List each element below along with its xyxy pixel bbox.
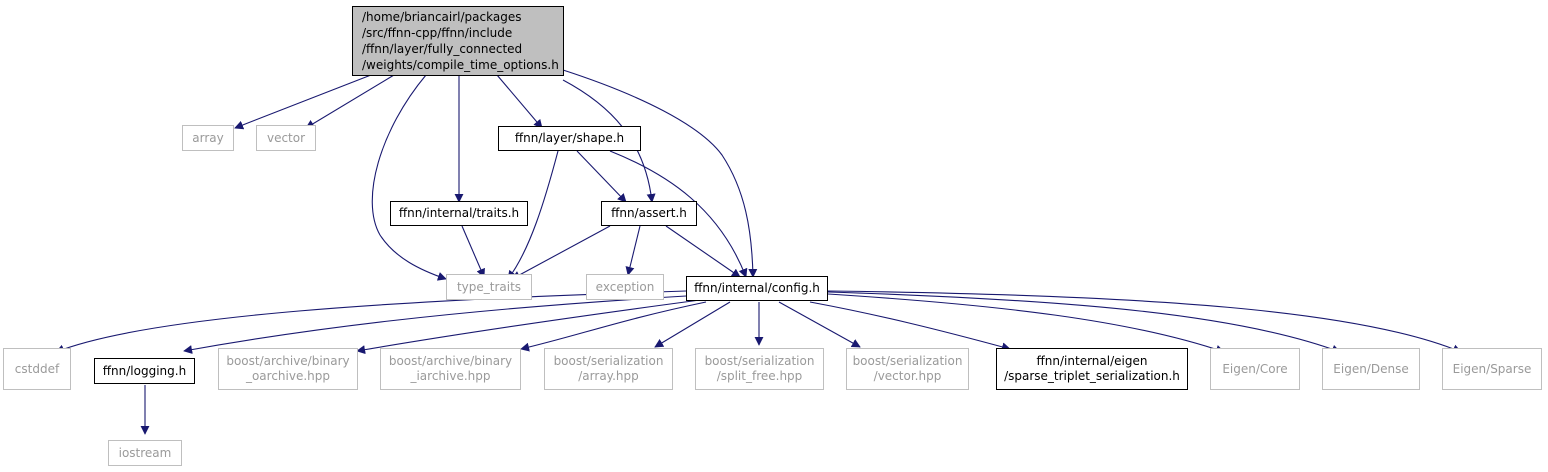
edge-assert-config [665,225,741,278]
root-path-line: /ffnn/layer/fully_connected [362,42,523,56]
node-config[interactable]: ffnn/internal/config.h [686,276,828,301]
root-path-line: /weights/compile_time_options.h [362,58,559,72]
node-label-line: boost/archive/binary [226,354,350,368]
node-label-line: ffnn/internal/eigen [1036,354,1148,368]
node-eigen-sparse: Eigen/Sparse [1442,348,1542,390]
edge-config-eigen-core [827,293,1225,354]
edge-root-config [562,69,758,278]
edge-root-array [234,74,372,130]
edge-root-layer-shape [496,74,543,129]
edge-internal-traits-type-traits [461,225,485,278]
edge-config-binary-oarchive [356,299,701,355]
node-binary-iarchive: boost/archive/binary _iarchive.hpp [380,348,521,390]
node-eigen-core: Eigen/Core [1210,348,1300,390]
node-label-line: _iarchive.hpp [410,369,491,383]
node-label: ffnn/internal/traits.h [398,206,520,220]
node-label: Eigen/Core [1222,361,1288,376]
node-layer-shape[interactable]: ffnn/layer/shape.h [498,126,641,151]
edge-config-ser-vector [778,301,861,348]
node-label: exception [595,279,655,294]
node-array: array [182,125,234,151]
edge-config-ser-array [654,301,731,348]
edge-shape-config [609,150,748,278]
node-label: vector [266,130,306,145]
edge-config-eigen-dense [827,291,1341,354]
node-type-traits: type_traits [446,274,532,300]
node-cstddef: cstddef [3,348,71,390]
node-label: type_traits [456,279,522,294]
node-label-line: _oarchive.hpp [245,369,331,383]
node-iostream: iostream [108,440,182,466]
node-label: iostream [118,445,172,460]
node-label: array [192,130,224,145]
node-exception: exception [586,274,664,300]
edge-config-binary-iarchive [520,301,707,352]
node-label: Eigen/Sparse [1452,361,1532,376]
edge-config-eigen-triplet [809,301,1011,352]
edge-root-vector [305,74,395,129]
node-vector: vector [256,125,316,151]
edge-shape-assert [576,150,627,203]
edge-root-type-traits [371,74,447,281]
edge-config-logging [183,295,687,354]
node-label: Eigen/Dense [1333,361,1409,376]
node-label: ffnn/assert.h [611,206,687,220]
root-path-line: /home/briancairl/packages [362,10,522,24]
node-label-line: /vector.hpp [873,369,942,383]
node-binary-oarchive: boost/archive/binary _oarchive.hpp [218,348,358,390]
node-ser-array: boost/serialization /array.hpp [544,348,673,390]
node-ser-vector: boost/serialization /vector.hpp [846,348,969,390]
node-label-line: boost/archive/binary [388,354,513,368]
root-file-node[interactable]: /home/briancairl/packages /src/ffnn-cpp/… [352,6,564,76]
node-internal-traits[interactable]: ffnn/internal/traits.h [390,201,528,226]
node-eigen-triplet[interactable]: ffnn/internal/eigen /sparse_triplet_seri… [996,348,1188,390]
edge-assert-exception [625,225,641,276]
node-label-line: /split_free.hpp [716,369,803,383]
node-label: ffnn/logging.h [102,363,187,378]
node-ser-split-free: boost/serialization /split_free.hpp [695,348,824,390]
node-assert[interactable]: ffnn/assert.h [601,201,697,226]
root-path-line: /src/ffnn-cpp/ffnn/include [362,26,513,40]
node-label-line: boost/serialization [852,354,963,368]
node-logging[interactable]: ffnn/logging.h [94,358,195,384]
node-label: ffnn/layer/shape.h [514,131,625,145]
node-label-line: /array.hpp [578,369,639,383]
edge-config-eigen-sparse [827,290,1462,354]
node-label-line: boost/serialization [553,354,664,368]
edge-shape-type-traits [507,150,559,280]
edge-assert-type-traits [511,225,611,280]
node-label: cstddef [14,361,60,376]
node-label-line: /sparse_triplet_serialization.h [1004,369,1180,383]
node-eigen-dense: Eigen/Dense [1322,348,1420,390]
node-label-line: boost/serialization [704,354,815,368]
node-label: ffnn/internal/config.h [694,281,820,295]
edge-config-cstddef [55,290,687,354]
